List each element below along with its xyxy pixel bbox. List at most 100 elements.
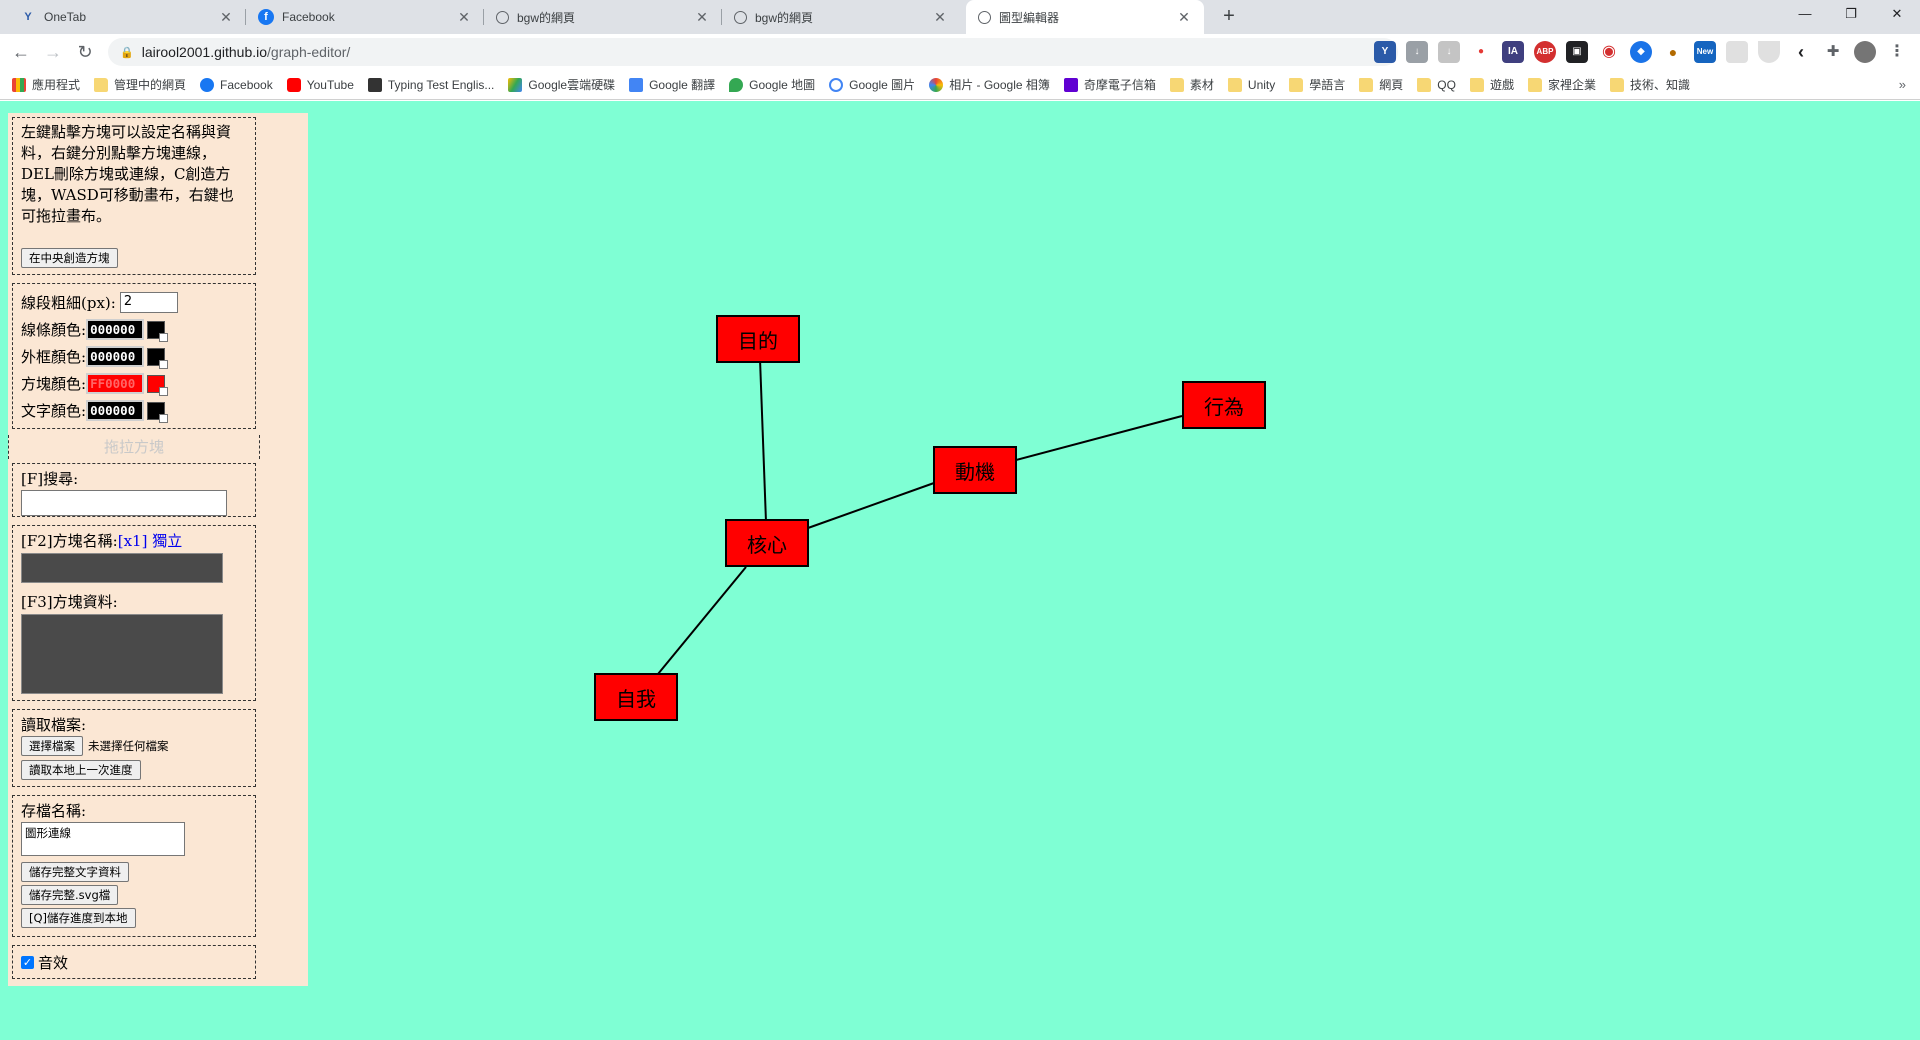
tab-graph-editor[interactable]: 圖型編輯器 ✕: [966, 0, 1204, 34]
close-tab-icon[interactable]: ✕: [696, 8, 708, 25]
close-window-icon[interactable]: ✕: [1891, 6, 1903, 21]
bookmark-google-translate[interactable]: Google 翻譯: [629, 76, 715, 93]
bookmark-folder[interactable]: 管理中的網頁: [94, 76, 186, 93]
block-color-input[interactable]: FF0000: [86, 373, 145, 394]
text-color-input[interactable]: 000000: [86, 400, 145, 421]
new-extension-icon[interactable]: New: [1694, 41, 1716, 63]
edge-core-self[interactable]: [657, 566, 747, 675]
search-input[interactable]: [21, 490, 227, 516]
border-color-picker[interactable]: [147, 347, 169, 369]
border-color-input[interactable]: 000000: [86, 346, 145, 367]
google-icon: [829, 77, 844, 92]
bookmark-yahoo-mail[interactable]: 奇摩電子信箱: [1063, 76, 1156, 93]
close-tab-icon[interactable]: ✕: [1178, 8, 1190, 25]
graph-node[interactable]: 目的: [716, 315, 800, 363]
bookmark-youtube[interactable]: YouTube: [286, 77, 354, 92]
bookmark-google-drive[interactable]: Google雲端硬碟: [508, 76, 615, 93]
close-tab-icon[interactable]: ✕: [458, 8, 470, 25]
block-data-input[interactable]: [21, 614, 223, 694]
bookmark-folder[interactable]: 家裡企業: [1527, 76, 1596, 93]
bookmark-facebook[interactable]: Facebook: [200, 77, 273, 92]
bookmark-folder[interactable]: QQ: [1417, 77, 1456, 92]
save-text-button[interactable]: 儲存完整文字資料: [21, 862, 129, 882]
graph-canvas[interactable]: [0, 101, 1920, 1040]
save-svg-button[interactable]: 儲存完整.svg檔: [21, 885, 119, 905]
sound-label: 音效: [38, 953, 69, 972]
graph-node[interactable]: 自我: [594, 673, 678, 721]
bookmark-google-images[interactable]: Google 圖片: [829, 76, 915, 93]
line-width-input[interactable]: 2: [119, 292, 178, 313]
block-name-input[interactable]: [21, 553, 223, 583]
onetab-extension-icon[interactable]: Y: [1374, 41, 1396, 63]
save-section: 存檔名稱: 圖形連線 儲存完整文字資料 儲存完整.svg檔 [Q]儲存進度到本地: [12, 795, 256, 937]
reload-icon[interactable]: ↻: [77, 42, 93, 62]
read-file-label: 讀取檔案:: [21, 716, 87, 734]
read-local-button[interactable]: 讀取本地上一次進度: [21, 760, 141, 780]
avatar[interactable]: [1854, 41, 1876, 63]
save-name-input[interactable]: 圖形連線: [21, 822, 185, 856]
node-label: 自我: [616, 686, 656, 711]
tab-onetab[interactable]: Y OneTab ✕: [8, 0, 246, 34]
bookmark-folder[interactable]: Unity: [1227, 77, 1275, 92]
tab-bgw-2[interactable]: bgw的網頁 ✕: [722, 0, 960, 34]
notification-extension-icon[interactable]: ▣: [1566, 41, 1588, 63]
line-width-label: 線段粗細(px):: [21, 294, 116, 312]
bookmark-typing-test[interactable]: Typing Test Englis...: [367, 77, 494, 92]
close-tab-icon[interactable]: ✕: [220, 8, 232, 25]
record-extension-icon[interactable]: ●: [1470, 41, 1492, 63]
graph-node[interactable]: 核心: [725, 519, 809, 567]
bookmark-folder[interactable]: 網頁: [1359, 76, 1403, 93]
independent-link[interactable]: 獨立: [152, 532, 183, 550]
more-menu-icon[interactable]: ⋮: [1886, 41, 1908, 63]
bookmark-folder[interactable]: 遊戲: [1469, 76, 1514, 93]
google-maps-icon: [729, 77, 744, 92]
bookmarks-overflow-icon[interactable]: »: [1898, 77, 1906, 92]
line-color-input[interactable]: 000000: [86, 319, 145, 340]
stop-extension-icon[interactable]: ◉: [1598, 41, 1620, 63]
bookmark-apps[interactable]: 應用程式: [12, 76, 80, 93]
gray-extension-icon[interactable]: [1726, 41, 1748, 63]
graph-node[interactable]: 動機: [933, 446, 1017, 494]
edge-motive-behavior[interactable]: [1015, 415, 1183, 461]
pin-extension-icon[interactable]: ↓: [1438, 41, 1460, 63]
instructions-text: 左鍵點擊方塊可以設定名稱與資料，右鍵分別點擊方塊連線，DEL刪除方塊或連線，C創…: [21, 123, 234, 225]
bookmark-google-photos[interactable]: 相片 - Google 相簿: [929, 76, 1050, 93]
google-translate-icon: [629, 77, 644, 92]
choose-file-button[interactable]: 選擇檔案: [21, 736, 83, 756]
adblock-extension-icon[interactable]: ABP: [1534, 41, 1556, 63]
download-extension-icon[interactable]: ↓: [1406, 41, 1428, 63]
text-color-picker[interactable]: [147, 401, 169, 423]
new-tab-button[interactable]: +: [1223, 5, 1235, 27]
chevron-left-icon[interactable]: ‹: [1790, 41, 1812, 63]
ia-extension-icon[interactable]: IA: [1502, 41, 1524, 63]
folder-icon: [1417, 77, 1432, 92]
minimize-icon[interactable]: —: [1798, 6, 1812, 21]
blue-extension-icon[interactable]: ◆: [1630, 41, 1652, 63]
create-center-block-button[interactable]: 在中央創造方塊: [21, 248, 118, 268]
save-local-button[interactable]: [Q]儲存進度到本地: [21, 908, 136, 928]
restore-icon[interactable]: ❐: [1845, 6, 1857, 21]
shield-extension-icon[interactable]: [1758, 41, 1780, 63]
bookmark-folder[interactable]: 技術、知識: [1610, 76, 1690, 93]
sound-checkbox[interactable]: ✓: [21, 955, 34, 969]
tab-facebook[interactable]: f Facebook ✕: [246, 0, 484, 34]
x1-link[interactable]: [x1]: [117, 532, 148, 550]
save-name-label: 存檔名稱:: [21, 802, 87, 820]
graph-node[interactable]: 行為: [1182, 381, 1266, 429]
bookmark-folder[interactable]: 素材: [1169, 76, 1214, 93]
cookie-extension-icon[interactable]: ●: [1662, 41, 1684, 63]
tab-bgw-1[interactable]: bgw的網頁 ✕: [484, 0, 722, 34]
back-icon[interactable]: ←: [12, 42, 30, 62]
bookmark-folder[interactable]: 學語言: [1289, 76, 1345, 93]
block-color-picker[interactable]: [147, 374, 169, 396]
url-host: lairool2001.github.io: [141, 44, 268, 60]
edge-core-motive[interactable]: [807, 482, 935, 529]
puzzle-icon[interactable]: ✚: [1822, 41, 1844, 63]
edge-goal-core[interactable]: [759, 358, 767, 523]
drag-block-handle[interactable]: 拖拉方塊: [8, 435, 260, 459]
close-tab-icon[interactable]: ✕: [934, 8, 946, 25]
forward-icon[interactable]: →: [44, 42, 62, 62]
address-bar[interactable]: 🔒 lairool2001.github.io/graph-editor/ ☆: [108, 38, 1398, 66]
bookmark-google-maps[interactable]: Google 地圖: [729, 76, 815, 93]
line-color-picker[interactable]: [147, 320, 169, 342]
